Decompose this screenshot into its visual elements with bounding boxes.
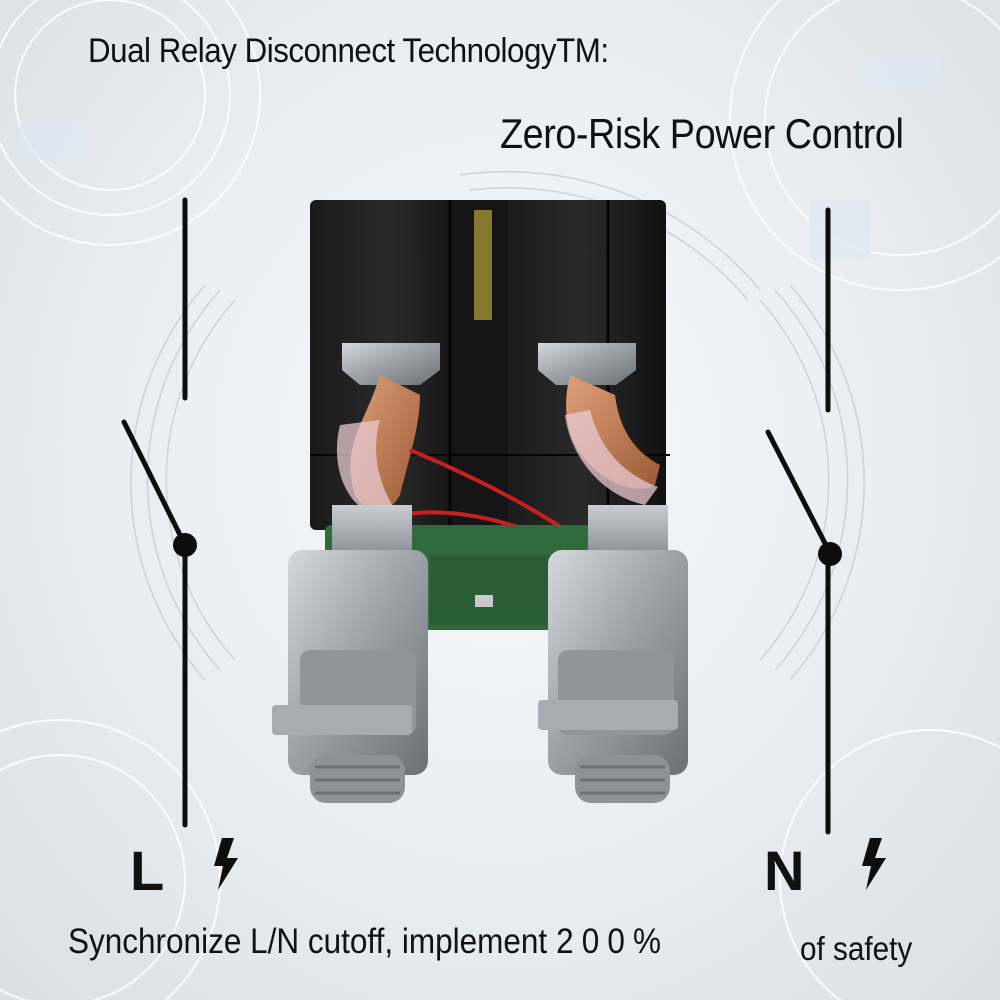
dual-relay-image [272,200,688,803]
live-switch-pivot [173,533,197,557]
neutral-label: N [764,839,805,902]
headline-subtitle: Zero-Risk Power Control [500,110,904,157]
live-label: L [130,839,165,902]
footer-text: Synchronize L/N cutoff, implement [68,922,548,961]
neutral-switch-arm [765,429,833,556]
lightning-bolt-icon [214,838,238,890]
headline-title: Dual Relay Disconnect TechnologyTM: [88,32,609,70]
footer-percent: 200% [556,922,670,961]
neutral-switch-pivot [818,542,842,566]
lightning-bolt-icon [862,838,886,890]
live-switch-arm [121,419,188,548]
footer-text-after: of safety [800,930,913,967]
